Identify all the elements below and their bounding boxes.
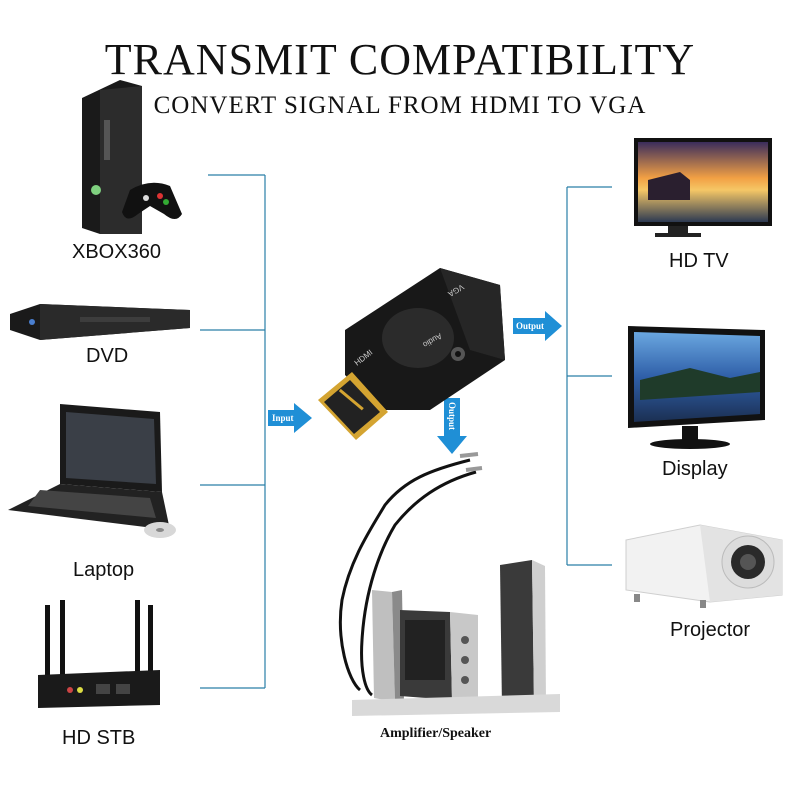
audio-cable-icon (338, 452, 483, 697)
audio-output-arrow: Output (437, 398, 467, 454)
output-label-projector: Projector (670, 619, 751, 641)
projector-icon (625, 524, 783, 608)
xbox360-console-icon (82, 80, 182, 234)
input-label-xbox360: XBOX360 (72, 241, 161, 263)
input-label-laptop: Laptop (73, 559, 135, 581)
input-label-hd-stb: HD STB (62, 727, 136, 749)
audio-output-arrow-label: Output (447, 402, 457, 430)
hd-tv-icon (634, 138, 772, 237)
output-arrow-label: Output (516, 321, 544, 331)
speaker-system-icon (352, 560, 560, 716)
input-connector-lines (200, 174, 266, 689)
dvd-player-icon (10, 304, 190, 340)
page-subtitle: CONVERT SIGNAL FROM HDMI TO VGA (153, 92, 647, 119)
monitor-display-icon (628, 326, 765, 449)
router-stb-icon (38, 600, 160, 708)
hdmi-vga-adapter-icon: HDMI VGA Audio (318, 268, 505, 440)
input-arrow-label: Input (272, 413, 294, 423)
output-arrow: Output (513, 311, 562, 341)
page-title: TRANSMIT COMPATIBILITY (104, 35, 696, 84)
audio-device-label: Amplifier/Speaker (380, 726, 492, 741)
output-connector-lines (566, 186, 612, 566)
input-arrow: Input (268, 403, 312, 433)
input-label-dvd: DVD (86, 345, 129, 367)
output-label-display: Display (662, 458, 728, 480)
laptop-icon (8, 404, 176, 538)
output-label-hd-tv: HD TV (669, 250, 729, 272)
